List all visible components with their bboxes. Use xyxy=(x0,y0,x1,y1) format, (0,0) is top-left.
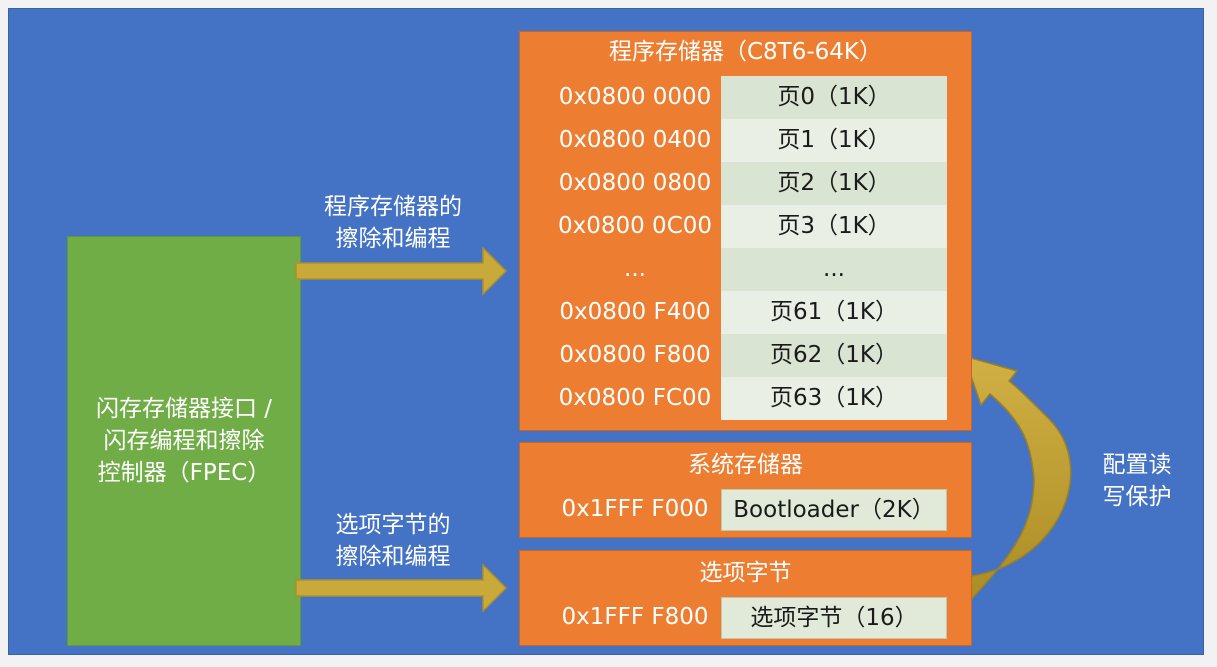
fpec-block: 闪存存储器接口 / 闪存编程和擦除 控制器（FPEC） xyxy=(67,236,301,646)
program-memory-address: 0x0800 F800 xyxy=(559,342,711,368)
program-erase-arrow xyxy=(295,246,508,296)
program-memory-address: 0x0800 FC00 xyxy=(558,385,712,411)
program-memory-block: 程序存储器（C8T6-64K） 0x0800 0000 页0（1K） 0x0800 … xyxy=(519,31,972,431)
system-memory-block: 系统存储器 0x1FFF F000 Bootloader（2K） xyxy=(519,442,972,538)
arrows-layer xyxy=(295,246,1072,613)
program-memory-address: 0x0800 0800 xyxy=(558,170,712,196)
option-bytes-address: 0x1FFF F800 xyxy=(561,604,709,630)
diagram-canvas: 闪存存储器接口 / 闪存编程和擦除 控制器（FPEC） 程序存储器的 擦除和编程… xyxy=(8,8,1204,655)
system-memory-title: 系统存储器 xyxy=(688,452,803,478)
program-memory-address: ... xyxy=(624,256,646,282)
option-erase-label: 选项字节的 擦除和编程 xyxy=(335,512,451,570)
program-memory-address: 0x0800 0000 xyxy=(558,84,712,110)
system-memory-address: 0x1FFF F000 xyxy=(561,496,709,522)
program-memory-address: 0x0800 0C00 xyxy=(557,213,713,239)
program-memory-title: 程序存储器（C8T6-64K） xyxy=(608,39,883,65)
protect-label: 配置读 写保护 xyxy=(1102,452,1172,510)
program-memory-page: 页2（1K） xyxy=(721,162,947,205)
program-memory-page: 页62（1K） xyxy=(721,334,947,377)
option-bytes-block: 选项字节 0x1FFF F800 选项字节（16） xyxy=(519,550,972,646)
option-bytes-title: 选项字节 xyxy=(699,560,792,586)
program-memory-address: 0x0800 F400 xyxy=(559,299,711,325)
program-memory-page: ... xyxy=(721,248,947,291)
option-erase-arrow xyxy=(295,563,508,613)
fpec-label: 闪存存储器接口 / 闪存编程和擦除 控制器（FPEC） xyxy=(95,396,273,486)
read-write-protect-arrow xyxy=(962,354,1072,609)
bootloader-cell: Bootloader（2K） xyxy=(721,489,947,531)
program-memory-page: 页3（1K） xyxy=(721,205,947,248)
program-memory-address: 0x0800 0400 xyxy=(558,127,712,153)
program-memory-page: 页0（1K） xyxy=(721,76,947,119)
program-memory-page: 页61（1K） xyxy=(721,291,947,334)
program-memory-page: 页63（1K） xyxy=(721,377,947,420)
option-bytes-cell: 选项字节（16） xyxy=(721,597,947,639)
program-memory-page: 页1（1K） xyxy=(721,119,947,162)
program-erase-label: 程序存储器的 擦除和编程 xyxy=(324,194,462,252)
